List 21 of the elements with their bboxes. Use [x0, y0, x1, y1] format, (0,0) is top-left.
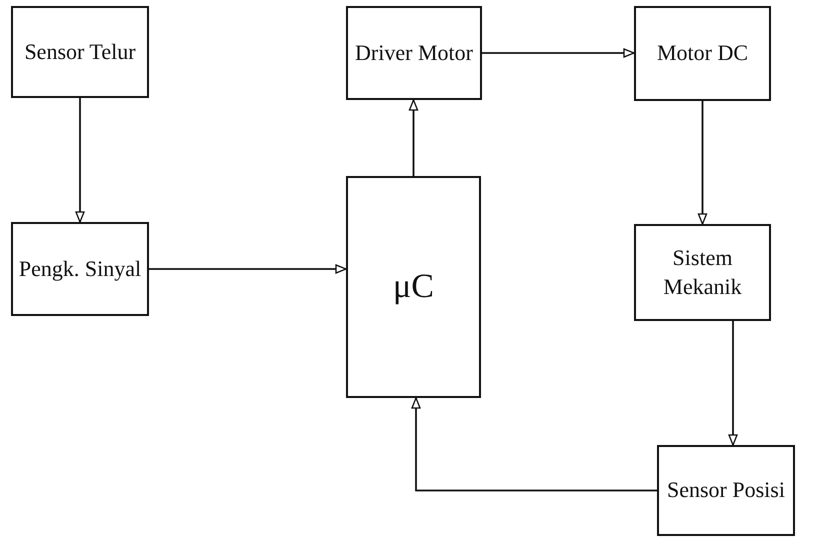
block-label: Sensor Telur — [24, 38, 136, 66]
arrow — [482, 48, 635, 58]
block-label: Driver Motor — [355, 38, 473, 67]
arrow — [411, 397, 657, 492]
block-label: Motor DC — [656, 39, 748, 68]
block-box — [346, 176, 481, 398]
arrow — [728, 321, 738, 446]
arrow — [149, 264, 347, 274]
block-label: Pengk. Sinyal — [18, 254, 142, 283]
block-label: Sensor Posisi — [667, 476, 785, 504]
block-box — [634, 224, 771, 321]
arrow — [408, 99, 418, 176]
block-box — [657, 445, 795, 536]
arrow — [75, 98, 85, 223]
block-box — [346, 6, 482, 100]
arrow — [698, 101, 708, 225]
block-box — [11, 222, 149, 316]
block-label: Sistem Mekanik — [662, 244, 743, 300]
block-label: μC — [393, 266, 434, 307]
block-box — [634, 6, 771, 101]
block-box — [11, 6, 149, 98]
